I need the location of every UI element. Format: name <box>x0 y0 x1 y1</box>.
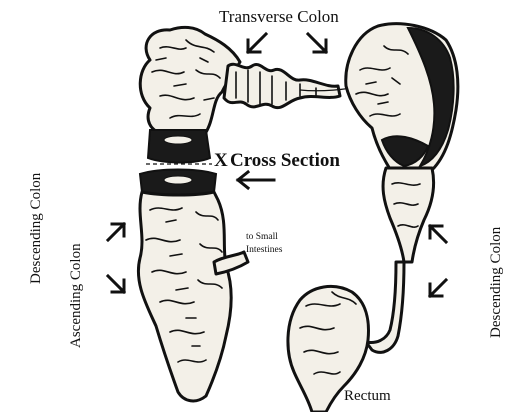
ascending-colon-label: Ascending Colon <box>68 243 84 348</box>
ascending-colon-lower-arrow-icon <box>108 276 124 292</box>
cross-section-top <box>148 130 210 163</box>
ascending-colon <box>138 170 248 401</box>
right-upper-colon <box>346 24 458 172</box>
ascending-colon-upper-arrow-icon <box>108 224 124 240</box>
transverse-left-arrow-icon <box>248 34 266 52</box>
descending-colon-lower-arrow-icon <box>430 280 446 296</box>
cross-section-label: Cross Section <box>230 150 340 171</box>
descending-colon <box>366 168 434 352</box>
descending-colon-left-label: Descending Colon <box>28 172 44 284</box>
transverse-right-arrow-icon <box>308 34 326 52</box>
descending-colon-upper-arrow-icon <box>430 226 446 242</box>
cross-section-arrow-icon <box>238 172 274 188</box>
transverse-colon-label: Transverse Colon <box>219 7 339 26</box>
rectum-label: Rectum <box>344 388 391 404</box>
to-small-intestines-label-line2: Intestines <box>246 245 283 255</box>
to-small-intestines-label-line1: to Small <box>246 232 278 242</box>
cross-section-marker: X <box>214 150 228 171</box>
descending-colon-right-label: Descending Colon <box>488 226 504 338</box>
transverse-colon <box>224 64 352 107</box>
